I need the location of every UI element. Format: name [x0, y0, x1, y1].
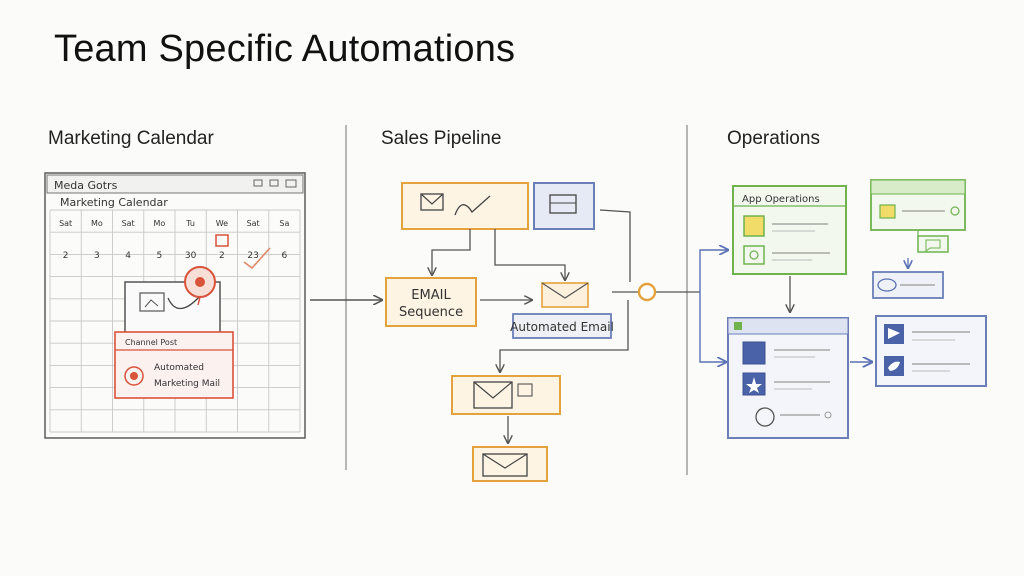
calendar-header: Marketing Calendar: [60, 196, 168, 209]
calendar-weekday: Mo: [91, 219, 103, 228]
envelope-icon-orange: [541, 282, 589, 308]
sticky-note-icon: [879, 204, 896, 219]
calendar-weekday: Sat: [59, 219, 72, 228]
envelope-icon: [420, 193, 444, 211]
popup-line-2: Marketing Mail: [154, 379, 220, 389]
channel-post-popup: Channel Post Automated Marketing Mail: [114, 331, 234, 399]
note-icon: [743, 215, 765, 237]
calendar-weekday: We: [216, 219, 228, 228]
window-controls: [253, 179, 297, 188]
calendar-weekday: Sa: [279, 219, 289, 228]
inbox-icon: [549, 194, 577, 214]
automated-email-label: Automated Email: [510, 320, 614, 334]
calendar-date[interactable]: 6: [282, 251, 288, 261]
calendar-weekday: Mo: [153, 219, 165, 228]
calendar-date[interactable]: 23: [247, 251, 258, 261]
support-icon: [755, 407, 775, 427]
calendar-weekday: Tu: [185, 219, 195, 228]
email-sequence-line-2: Sequence: [399, 305, 463, 320]
calendar-weekday: Sat: [122, 219, 135, 228]
calendar-date[interactable]: 4: [125, 251, 131, 261]
connector-to-operations-lower: [699, 292, 726, 362]
page-title: Team Specific Automations: [54, 28, 516, 70]
edit-icon: [742, 341, 766, 365]
marketing-section-label: Marketing Calendar: [48, 128, 214, 149]
popup-line-1: Automated: [154, 363, 204, 373]
popup-header: Channel Post: [125, 338, 177, 347]
calendar-date[interactable]: 2: [63, 251, 69, 261]
operations-section-label: Operations: [727, 128, 820, 149]
connector-blue-to-right: [599, 209, 631, 282]
camera-icon: [743, 245, 765, 265]
app-operations-window: App Operations: [732, 185, 847, 275]
email-sequence-line-1: EMAIL: [411, 288, 451, 303]
marketing-calendar-window: Meda Gotrs Marketing Calendar Sat Mo Sat Mo…: [44, 172, 306, 439]
app-operations-title: App Operations: [742, 194, 820, 205]
calendar-weekday: Sat: [247, 219, 260, 228]
ops-small-green-box: [917, 235, 949, 253]
calendar-date[interactable]: 2: [219, 251, 225, 261]
calendar-weekdays: Sat Mo Sat Mo Tu We Sat Sa: [59, 219, 289, 228]
sales-lower-envelope-box: [451, 375, 561, 415]
automated-email-box: Automated Email: [510, 313, 614, 339]
cloud-icon: [877, 278, 897, 292]
sales-top-blue-box: [533, 182, 595, 230]
ops-small-blue-card: [872, 271, 944, 299]
calendar-window-title: Meda Gotrs: [54, 179, 118, 192]
ops-blue-app-window: [727, 317, 849, 439]
connector-node-down: [500, 300, 629, 372]
ops-social-card: [875, 315, 987, 387]
chat-icon: [925, 239, 941, 252]
calendar-date[interactable]: 30: [185, 251, 197, 261]
signature-icon: [454, 195, 491, 216]
highlighted-date-mark: [215, 234, 229, 247]
sales-top-orange-box: [401, 182, 529, 230]
notification-pin-icon: [184, 266, 216, 306]
sales-section-label: Sales Pipeline: [381, 128, 502, 149]
calendar-date[interactable]: 3: [94, 251, 100, 261]
calendar-grid: [49, 209, 301, 433]
checkmark-icon: [243, 247, 271, 270]
connector-top-to-envelope: [494, 229, 565, 280]
email-sequence-box: EMAIL Sequence: [385, 277, 477, 327]
connector-to-operations: [699, 250, 728, 292]
cursor-pointer-icon: [167, 295, 201, 310]
connector-top-to-email-sequence: [432, 229, 471, 275]
junction-node: [637, 282, 657, 302]
ops-green-card: [870, 179, 966, 231]
calendar-date[interactable]: 5: [157, 251, 163, 261]
record-icon: [124, 366, 144, 386]
sales-bottom-envelope-box: [472, 446, 548, 482]
